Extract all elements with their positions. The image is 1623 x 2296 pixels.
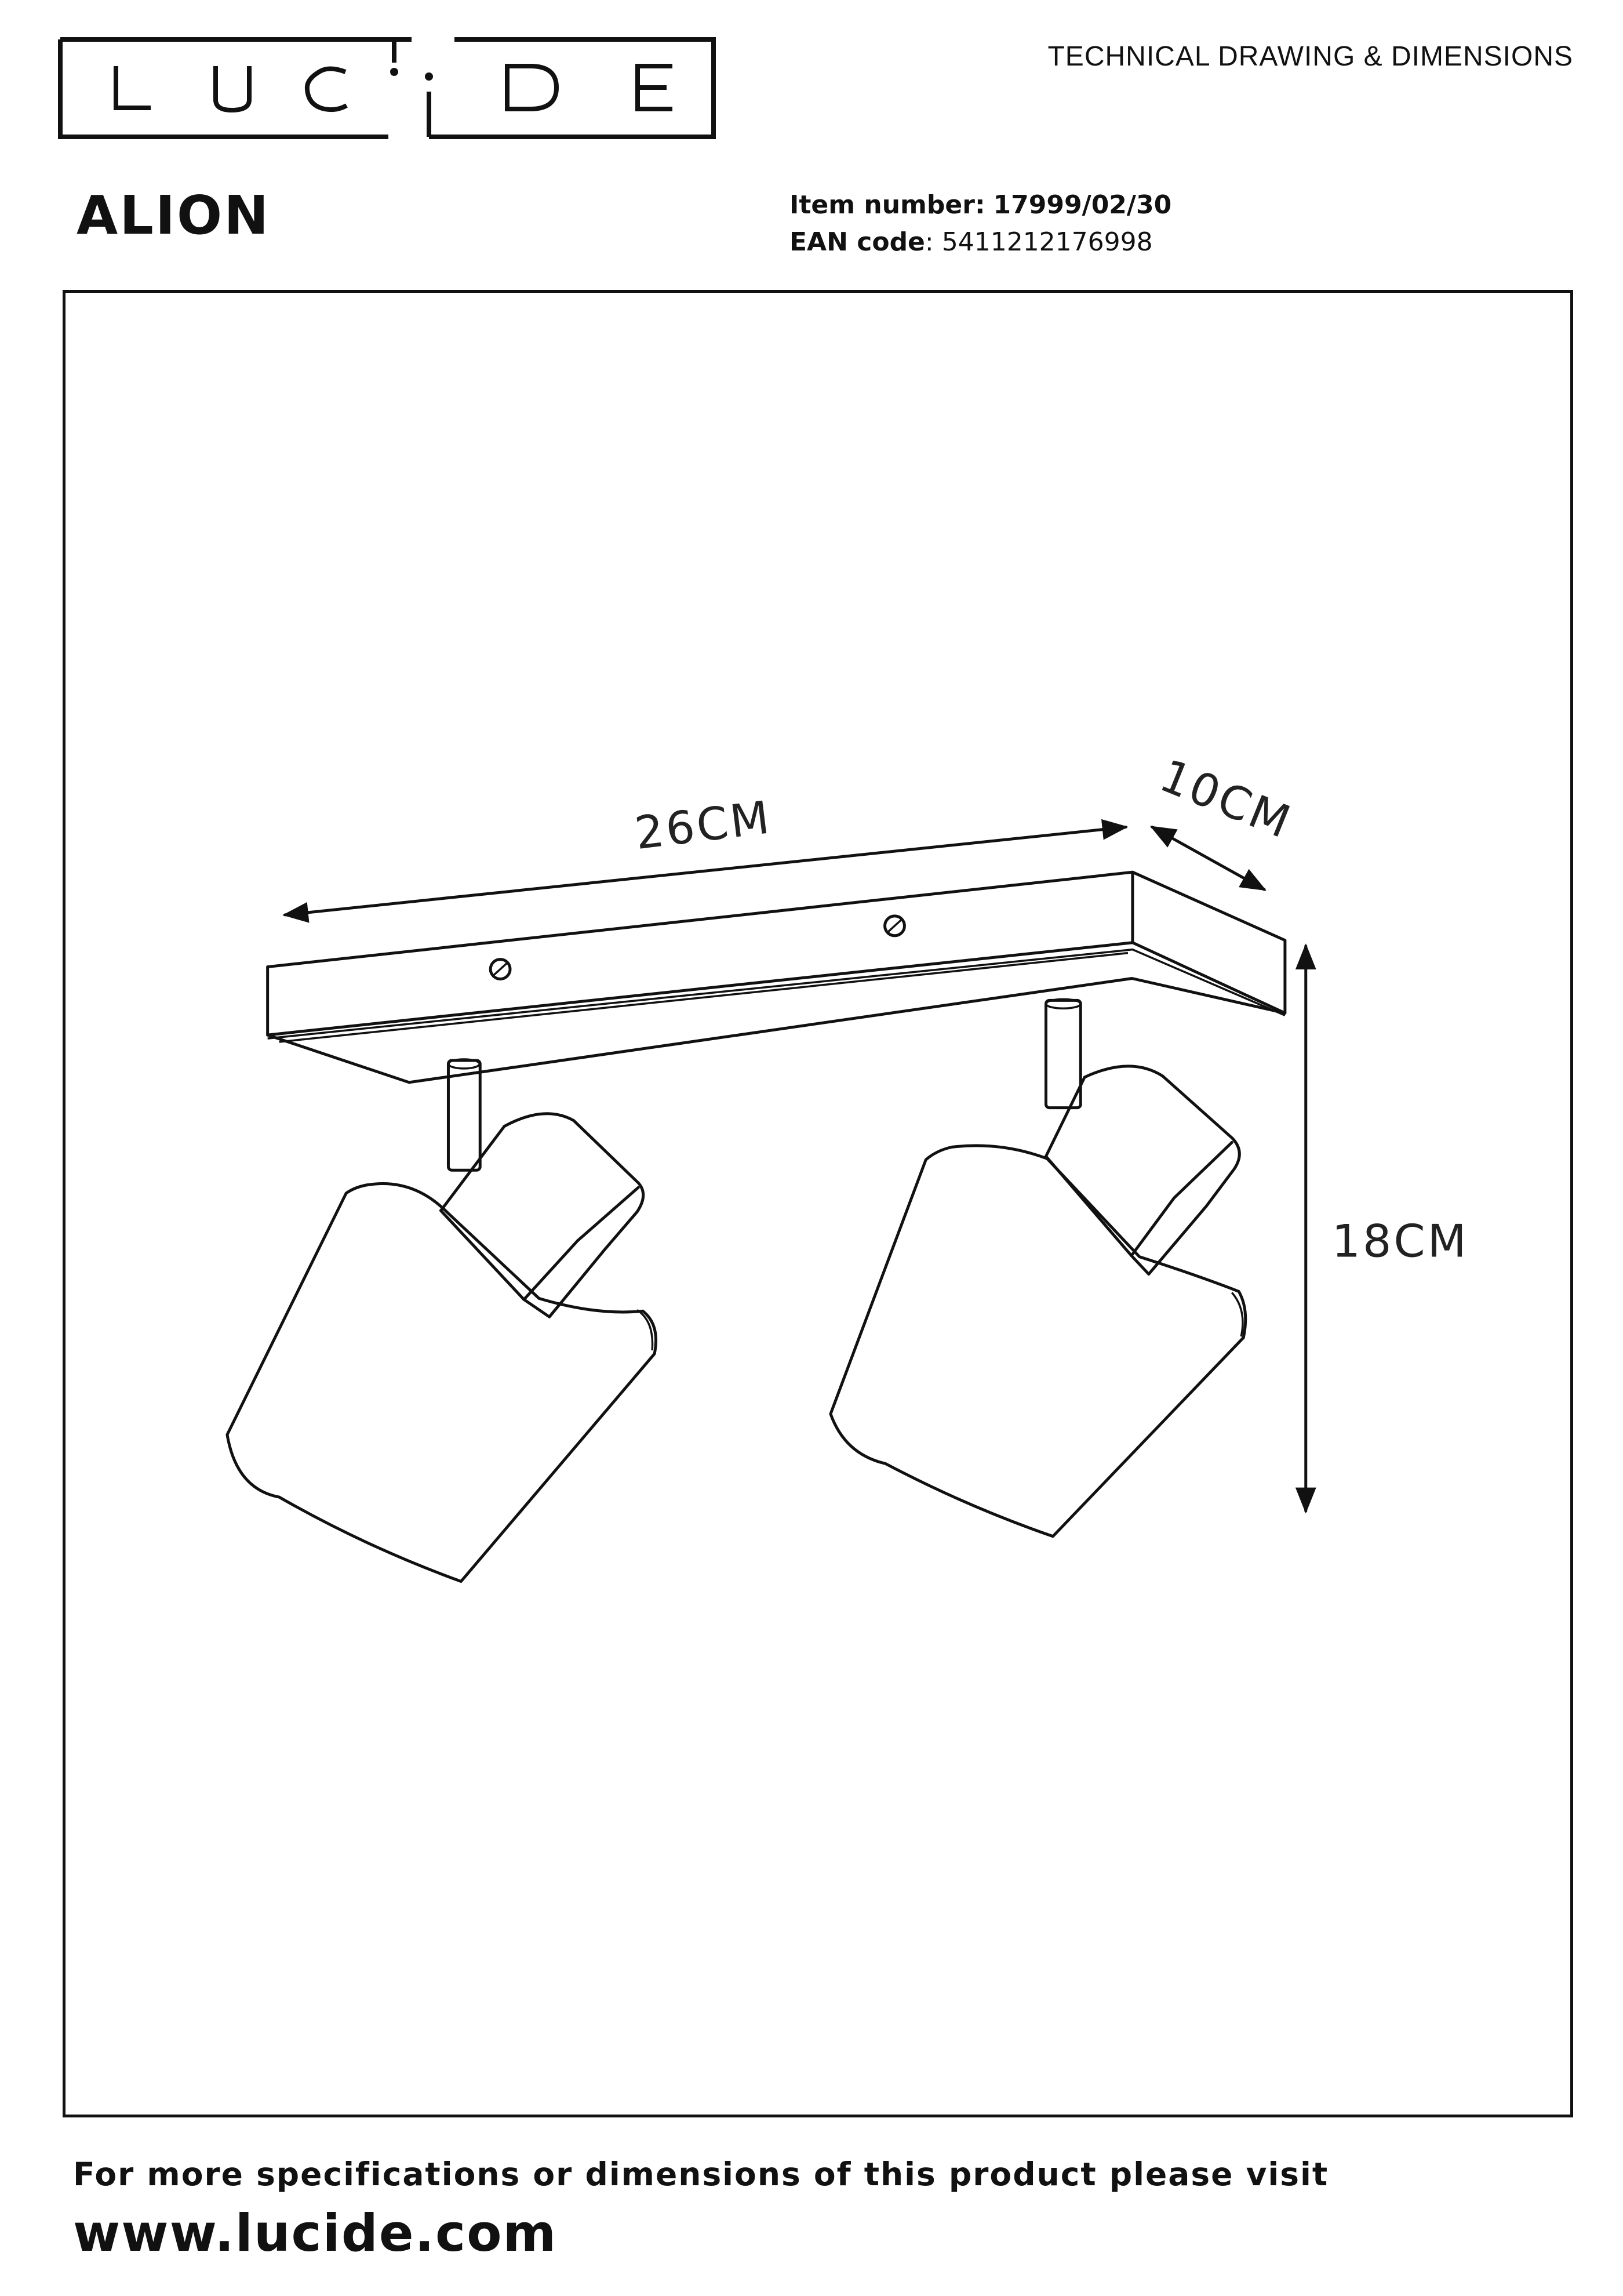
footer-text: For more specifications or dimensions of… <box>73 2156 1329 2193</box>
item-number-row: Item number: 17999/02/30 <box>789 187 1171 224</box>
ean-value: : 5411212176998 <box>925 227 1153 257</box>
height-dimension-label: 18CM <box>1332 1216 1469 1268</box>
drawing-frame: 26CM 10CM 18CM <box>63 290 1573 2117</box>
spot-right <box>829 998 1247 1538</box>
length-dimension-label: 26CM <box>632 791 774 860</box>
ean-row: EAN code: 5411212176998 <box>789 224 1171 261</box>
item-number-value: 17999/02/30 <box>993 190 1172 220</box>
item-number-label: Item number: <box>789 190 985 220</box>
technical-drawing: 26CM 10CM 18CM <box>225 750 1469 1583</box>
length-dimension-line <box>282 819 1129 923</box>
mounting-plate <box>266 870 1287 1084</box>
ean-label: EAN code <box>789 227 925 257</box>
spot-left <box>225 1058 657 1583</box>
product-name: ALION <box>77 184 271 246</box>
depth-dimension-label: 10CM <box>1153 750 1300 849</box>
product-codes: Item number: 17999/02/30 EAN code: 54112… <box>789 187 1171 261</box>
screw-left <box>489 958 512 980</box>
footer-url[interactable]: www.lucide.com <box>73 2203 558 2263</box>
depth-dimension-line <box>1149 826 1267 891</box>
dimension-lines <box>282 819 1316 1514</box>
document-type: TECHNICAL DRAWING & DIMENSIONS <box>1047 41 1573 72</box>
lucide-logo <box>58 37 716 139</box>
